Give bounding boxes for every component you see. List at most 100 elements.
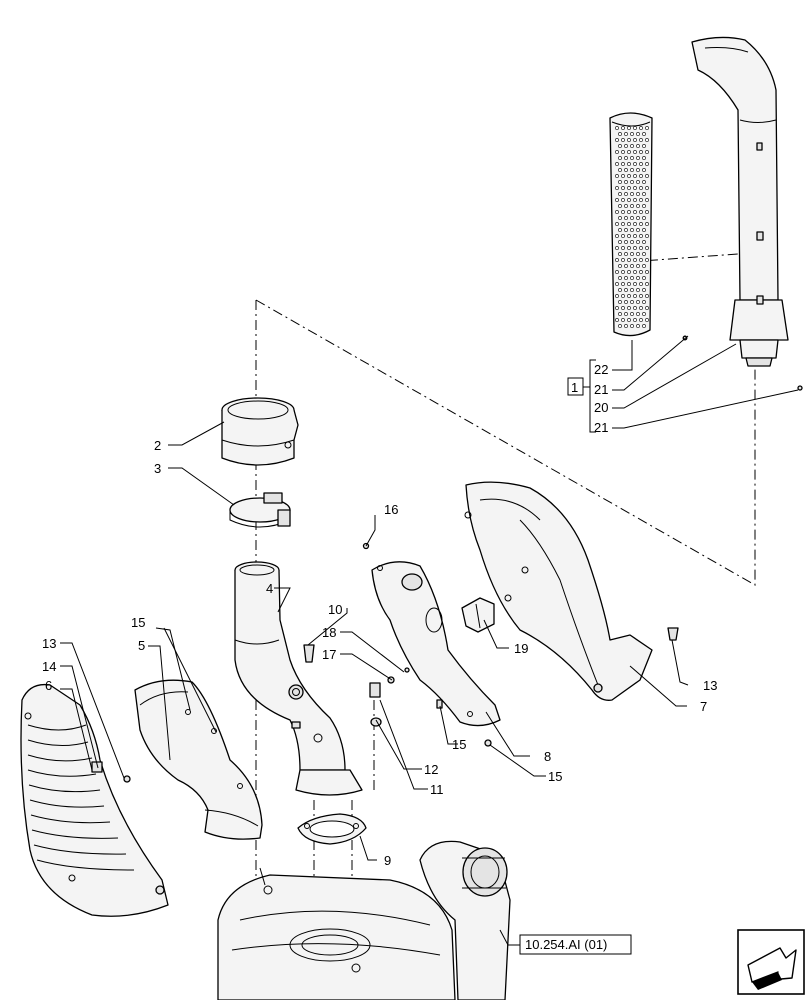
perforation-hole bbox=[636, 216, 640, 220]
perforation-hole bbox=[639, 126, 643, 130]
perforation-hole bbox=[615, 282, 619, 286]
perforation-hole bbox=[630, 204, 634, 208]
perforation-hole bbox=[633, 306, 637, 310]
perforation-hole bbox=[645, 222, 649, 226]
perforation-hole bbox=[627, 258, 631, 262]
perforation-hole bbox=[615, 222, 619, 226]
perforation-hole bbox=[633, 318, 637, 322]
large-heat-shield bbox=[464, 481, 653, 701]
callout-2: 2 bbox=[154, 438, 161, 453]
perforation-hole bbox=[615, 150, 619, 154]
perforation-hole bbox=[621, 174, 625, 178]
perforation-hole bbox=[645, 294, 649, 298]
perforation-hole bbox=[630, 132, 634, 136]
perforation-hole bbox=[645, 126, 649, 130]
perforation-hole bbox=[618, 276, 622, 280]
perforation-hole bbox=[639, 174, 643, 178]
callout-3: 3 bbox=[154, 461, 161, 476]
callout-15c: 15 bbox=[548, 769, 562, 784]
washer-11 bbox=[370, 717, 382, 727]
perforation-hole bbox=[615, 318, 619, 322]
perforation-hole bbox=[642, 180, 646, 184]
perforation-hole bbox=[624, 300, 628, 304]
exhaust-stack bbox=[691, 36, 789, 367]
perforation-hole bbox=[645, 306, 649, 310]
perforation-hole bbox=[621, 222, 625, 226]
page-navigation-arrow-icon[interactable] bbox=[737, 929, 805, 995]
grille-slots bbox=[27, 724, 135, 871]
perforation-hole bbox=[615, 126, 619, 130]
adapter-pipe bbox=[221, 397, 299, 466]
perforation-hole bbox=[642, 132, 646, 136]
perforated-heat-shield bbox=[609, 112, 653, 337]
kit-bracket bbox=[567, 359, 596, 433]
perforation-hole bbox=[639, 162, 643, 166]
callout-21a: 21 bbox=[594, 382, 608, 397]
perforation-hole bbox=[615, 138, 619, 142]
perforation-hole bbox=[627, 138, 631, 142]
perforation-hole bbox=[630, 156, 634, 160]
perforation-hole bbox=[639, 210, 643, 214]
perforation-hole bbox=[639, 138, 643, 142]
screw-21b bbox=[797, 385, 803, 391]
perforation-hole bbox=[615, 174, 619, 178]
perforation-hole bbox=[630, 228, 634, 232]
callout-13b: 13 bbox=[703, 678, 717, 693]
perforation-hole bbox=[633, 186, 637, 190]
callout-1: 1 bbox=[571, 380, 578, 395]
perforation-hole bbox=[627, 126, 631, 130]
perforation-hole bbox=[618, 324, 622, 328]
middle-heat-shield bbox=[371, 561, 501, 727]
nut-18 bbox=[404, 667, 410, 673]
perforation-hole bbox=[618, 228, 622, 232]
perforation-hole bbox=[633, 234, 637, 238]
perforation-hole bbox=[639, 150, 643, 154]
perforation-hole bbox=[618, 168, 622, 172]
callout-16: 16 bbox=[384, 502, 398, 517]
perforation-hole bbox=[639, 282, 643, 286]
perforation-hole bbox=[642, 300, 646, 304]
perforation-hole bbox=[630, 324, 634, 328]
perforation-hole bbox=[645, 270, 649, 274]
perforation-hole bbox=[630, 276, 634, 280]
perforation-hole bbox=[624, 264, 628, 268]
perforation-hole bbox=[630, 144, 634, 148]
perforation-hole bbox=[636, 204, 640, 208]
perforation-hole bbox=[624, 288, 628, 292]
turbo-inlet-pipe bbox=[419, 840, 511, 1000]
bolt-13 bbox=[667, 627, 679, 641]
perforation-hole bbox=[618, 300, 622, 304]
perforation-hole bbox=[645, 138, 649, 142]
perforation-hole bbox=[633, 198, 637, 202]
perforation-hole bbox=[636, 144, 640, 148]
perforation-hole bbox=[615, 258, 619, 262]
perforation-hole bbox=[618, 204, 622, 208]
perforation-hole bbox=[645, 246, 649, 250]
screw-13 bbox=[123, 775, 131, 783]
perforation-hole bbox=[636, 168, 640, 172]
perforation-hole bbox=[621, 258, 625, 262]
elbow-pipe bbox=[234, 561, 363, 796]
perforation-hole bbox=[618, 216, 622, 220]
perforation-hole bbox=[636, 264, 640, 268]
perforation-hole bbox=[615, 210, 619, 214]
perforation-hole bbox=[645, 150, 649, 154]
perforation-hole bbox=[624, 132, 628, 136]
perforation-hole bbox=[636, 180, 640, 184]
side-shield-panel bbox=[134, 679, 263, 840]
perforation-hole bbox=[636, 132, 640, 136]
band-clamp bbox=[229, 492, 291, 528]
perforation-hole bbox=[630, 312, 634, 316]
bolt-15 bbox=[436, 699, 443, 709]
callout-9: 9 bbox=[384, 853, 391, 868]
perforation-hole bbox=[618, 288, 622, 292]
bolt-10 bbox=[303, 644, 315, 663]
bolt-12 bbox=[369, 682, 381, 698]
perforation-hole bbox=[615, 246, 619, 250]
perforation-hole bbox=[645, 174, 649, 178]
perforation-hole bbox=[633, 126, 637, 130]
reference-link[interactable]: 10.254.AI (01) bbox=[519, 934, 632, 955]
gasket bbox=[297, 813, 367, 845]
perforation-hole bbox=[621, 246, 625, 250]
perforation-hole bbox=[642, 204, 646, 208]
